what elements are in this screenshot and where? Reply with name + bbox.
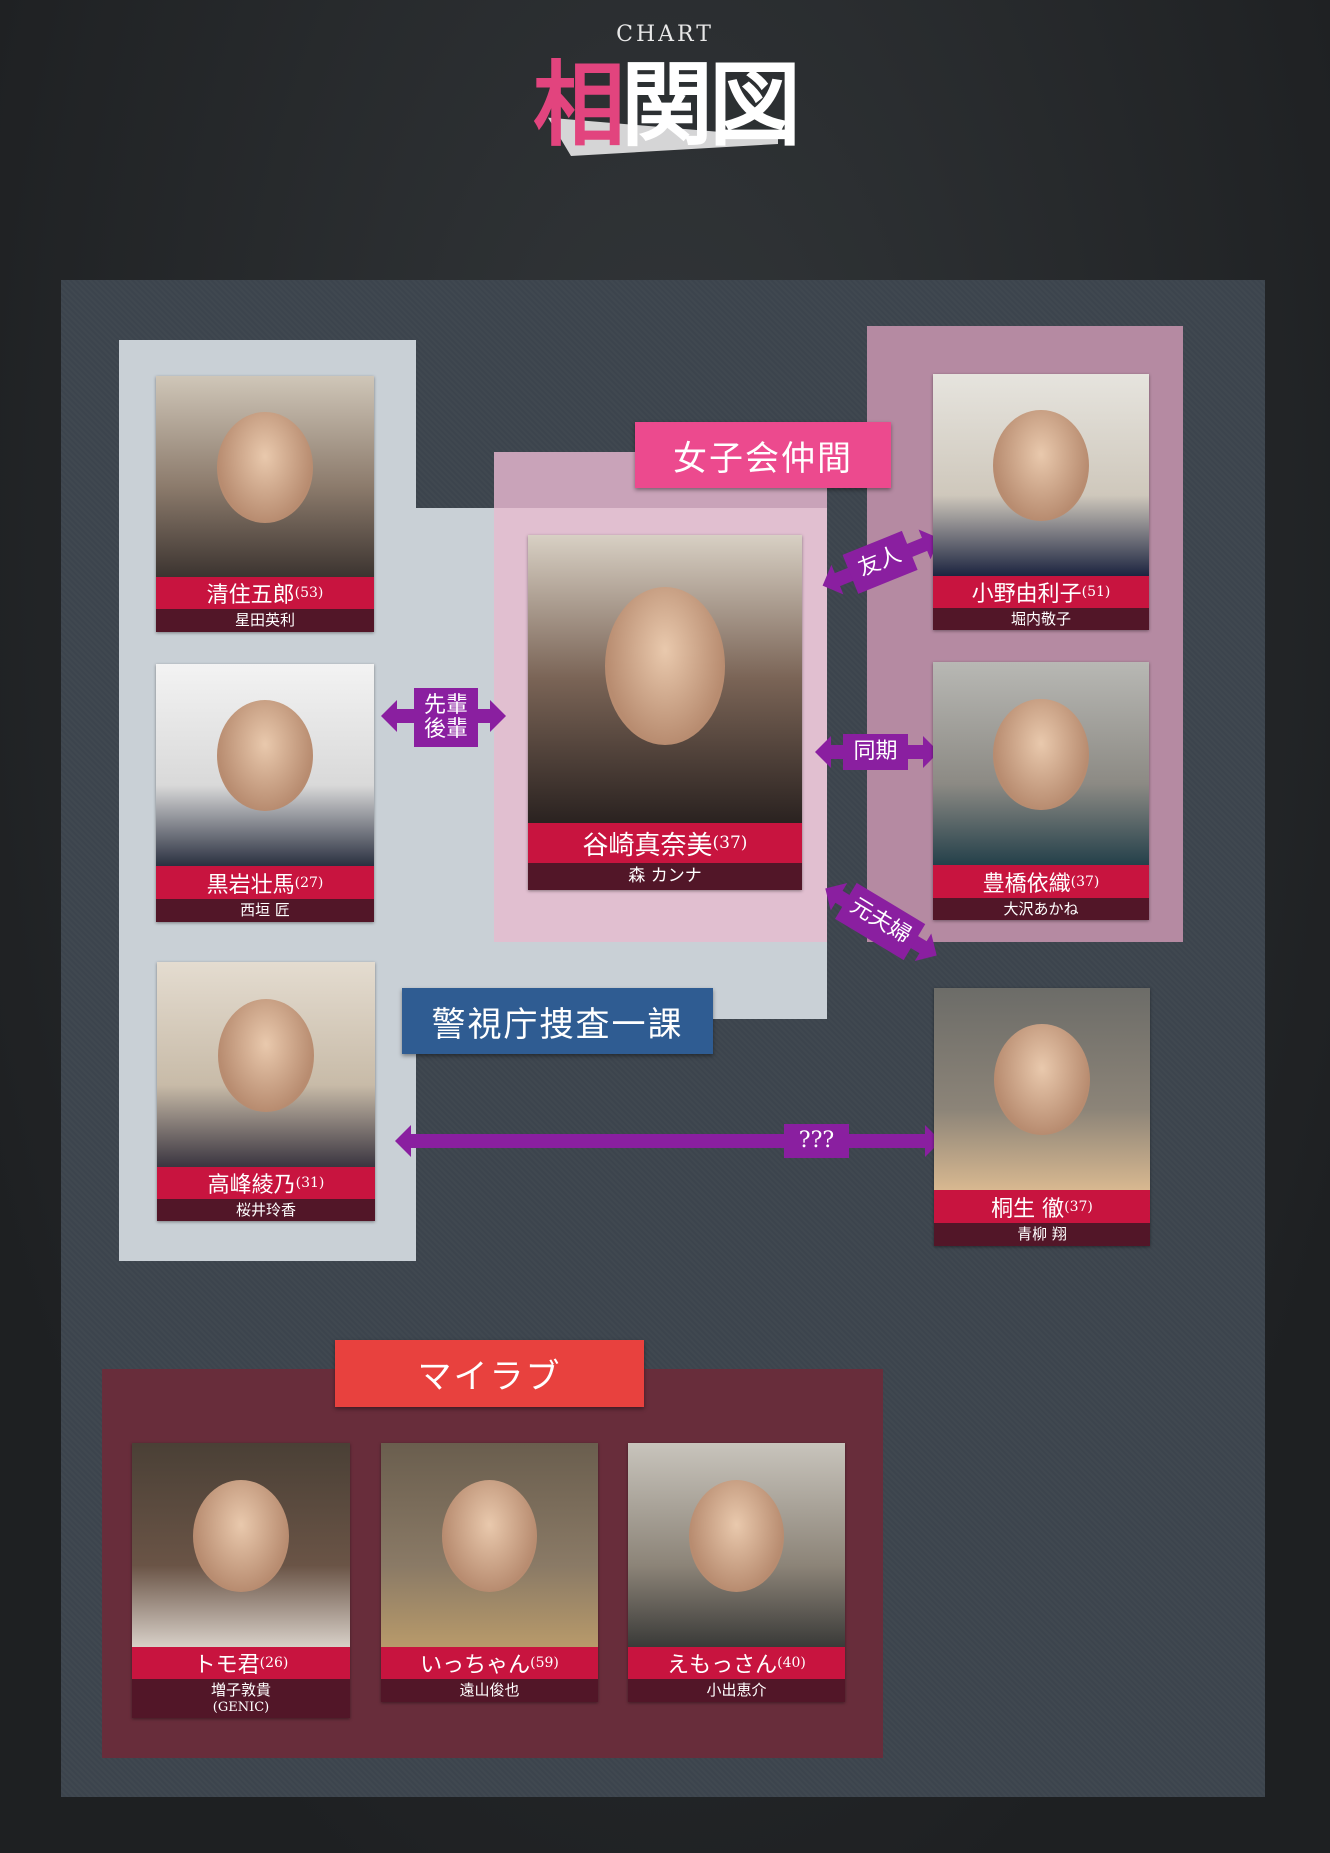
character-card-ono[interactable]: 小野由利子(51) 堀内敬子 xyxy=(933,374,1149,630)
character-photo xyxy=(933,662,1149,865)
character-name: 桐生 徹(37) xyxy=(934,1190,1150,1223)
title-first-char: 相 xyxy=(532,51,625,159)
arrow-unknown xyxy=(395,1125,941,1157)
title-rest: 関図 xyxy=(621,51,801,159)
actor-name: 大沢あかね xyxy=(933,898,1149,920)
group-label-love: マイラブ xyxy=(335,1340,644,1407)
character-name: 黒岩壮馬(27) xyxy=(156,866,374,899)
character-card-emossan[interactable]: えもっさん(40) 小出恵介 xyxy=(628,1443,845,1702)
character-name: 谷崎真奈美(37) xyxy=(528,823,802,863)
actor-name: 森 カンナ xyxy=(528,863,802,890)
character-card-tanizaki[interactable]: 谷崎真奈美(37) 森 カンナ xyxy=(528,535,802,890)
character-name: トモ君(26) xyxy=(132,1647,350,1679)
character-photo xyxy=(628,1443,845,1647)
actor-name: 遠山俊也 xyxy=(381,1679,598,1702)
actor-name: 堀内敬子 xyxy=(933,608,1149,630)
character-name: えもっさん(40) xyxy=(628,1647,845,1679)
character-photo xyxy=(132,1443,350,1647)
actor-name: 西垣 匠 xyxy=(156,899,374,922)
character-photo xyxy=(156,664,374,866)
relation-unknown: ??? xyxy=(784,1124,849,1158)
character-name: 清住五郎(53) xyxy=(156,577,374,609)
actor-name: 小出恵介 xyxy=(628,1679,845,1702)
relation-douki: 同期 xyxy=(843,734,908,770)
group-label-police: 警視庁捜査一課 xyxy=(402,988,713,1054)
actor-name: 星田英利 xyxy=(156,609,374,632)
actor-name: 青柳 翔 xyxy=(934,1223,1150,1246)
character-photo xyxy=(157,962,375,1167)
character-card-tomo[interactable]: トモ君(26) 増子敦貴(GENIC) xyxy=(132,1443,350,1718)
character-card-kiryu[interactable]: 桐生 徹(37) 青柳 翔 xyxy=(934,988,1150,1246)
group-label-joshi: 女子会仲間 xyxy=(635,422,891,488)
character-photo xyxy=(156,376,374,577)
page-title: 相関図 xyxy=(0,50,1330,160)
actor-name: 桜井玲香 xyxy=(157,1199,375,1221)
relation-senpai-kouhai: 先輩 後輩 xyxy=(414,688,478,747)
character-name: いっちゃん(59) xyxy=(381,1647,598,1679)
actor-name: 増子敦貴(GENIC) xyxy=(132,1679,350,1718)
character-name: 高峰綾乃(31) xyxy=(157,1167,375,1199)
character-photo xyxy=(933,374,1149,576)
character-photo xyxy=(528,535,802,823)
character-card-icchan[interactable]: いっちゃん(59) 遠山俊也 xyxy=(381,1443,598,1702)
character-card-kiyozumi[interactable]: 清住五郎(53) 星田英利 xyxy=(156,376,374,632)
character-card-takamine[interactable]: 高峰綾乃(31) 桜井玲香 xyxy=(157,962,375,1221)
character-card-kuroiwa[interactable]: 黒岩壮馬(27) 西垣 匠 xyxy=(156,664,374,922)
chart-subtitle: CHART xyxy=(616,22,714,47)
character-photo xyxy=(381,1443,598,1647)
character-name: 小野由利子(51) xyxy=(933,576,1149,608)
character-card-toyohashi[interactable]: 豊橋依織(37) 大沢あかね xyxy=(933,662,1149,920)
character-photo xyxy=(934,988,1150,1190)
character-name: 豊橋依織(37) xyxy=(933,865,1149,898)
